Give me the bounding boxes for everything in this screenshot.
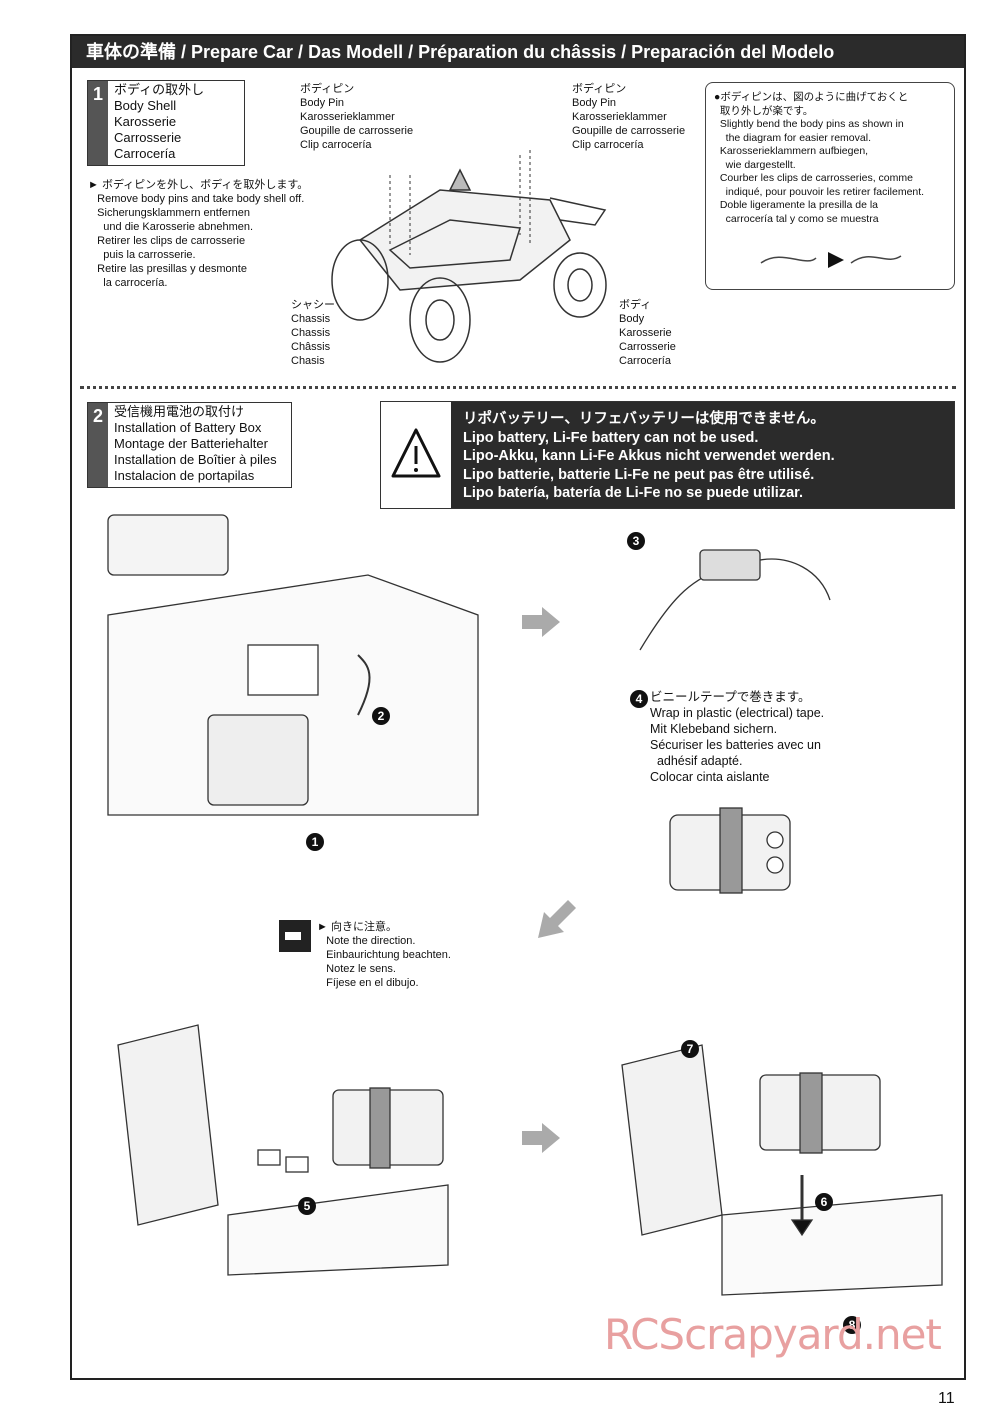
section-divider bbox=[80, 386, 956, 389]
pin-bend-diagram bbox=[760, 252, 902, 268]
direction-icon bbox=[279, 920, 311, 952]
watermark: RCScrapyard.net bbox=[604, 1310, 942, 1359]
step2-line-en: Installation of Battery Box bbox=[114, 420, 262, 435]
step2-title-lines: 受信機用電池の取付け Installation of Battery Box M… bbox=[114, 404, 277, 484]
note-box: ●ボディピンは、図のように曲げておくと 取り外しが楽です。 Slightly b… bbox=[705, 82, 955, 290]
step1-box: 1 ボディの取外し Body Shell Karosserie Carrosse… bbox=[87, 80, 245, 166]
body-label: ボディ Body Karosserie Carrosserie Carrocer… bbox=[619, 299, 676, 367]
tape-note: ビニールテープで巻きます。 Wrap in plastic (electrica… bbox=[650, 690, 825, 784]
page-number: 11 bbox=[938, 1390, 955, 1407]
badge-5: 5 bbox=[298, 1197, 316, 1215]
step2-line-es: Instalacion de portapilas bbox=[114, 468, 255, 483]
step1-line-jp: ボディの取外し bbox=[114, 82, 205, 97]
step2-number: 2 bbox=[88, 403, 108, 487]
car-illustration bbox=[331, 168, 607, 363]
badge-7: 7 bbox=[681, 1040, 699, 1058]
badge-4: 4 bbox=[630, 690, 648, 708]
step1-number: 1 bbox=[88, 81, 108, 165]
step1-line-fr: Carrosserie bbox=[114, 130, 182, 145]
warning-box: リポバッテリー、リフェバッテリーは使用できません。 Lipo battery, … bbox=[380, 401, 955, 509]
badge-1: 1 bbox=[306, 833, 324, 851]
step2-line-de: Montage der Batteriehalter bbox=[114, 436, 268, 451]
step2-line-fr: Installation de Boîtier à piles bbox=[114, 452, 277, 467]
taped-battery-illustration bbox=[669, 807, 791, 894]
badge-8: 8 bbox=[843, 1316, 861, 1334]
badge-3: 3 bbox=[627, 532, 645, 550]
chassis-illustration-2 bbox=[117, 1024, 449, 1276]
step2-box: 2 受信機用電池の取付け Installation of Battery Box… bbox=[87, 402, 292, 488]
step1-instruction: ► ボディピンを外し、ボディを取外します。 Remove body pins a… bbox=[88, 179, 309, 289]
step1-title-lines: ボディの取外し Body Shell Karosserie Carrosseri… bbox=[114, 82, 204, 162]
arrow-right-1 bbox=[522, 607, 560, 637]
chassis-illustration-3 bbox=[621, 1044, 943, 1296]
arrow-down-left bbox=[538, 900, 576, 938]
warning-icon bbox=[381, 402, 451, 506]
direction-note: ► 向きに注意。 Note the direction. Einbauricht… bbox=[317, 921, 451, 989]
hands-battery-illustration bbox=[639, 549, 831, 651]
step2-line-jp: 受信機用電池の取付け bbox=[114, 404, 245, 419]
warning-text: リポバッテリー、リフェバッテリーは使用できません。 Lipo battery, … bbox=[451, 402, 954, 508]
section-header: 車体の準備 / Prepare Car / Das Modell / Prépa… bbox=[72, 36, 964, 68]
note-text: ●ボディピンは、図のように曲げておくと 取り外しが楽です。 Slightly b… bbox=[714, 91, 925, 225]
step1-line-es: Carrocería bbox=[114, 146, 176, 161]
step1-line-en: Body Shell bbox=[114, 98, 177, 113]
body-pin-label-right: ボディピン Body Pin Karosserieklammer Goupill… bbox=[572, 83, 686, 151]
body-pin-arrows bbox=[389, 150, 531, 255]
badge-2: 2 bbox=[372, 707, 390, 725]
chassis-illustration-1 bbox=[107, 514, 479, 816]
step1-line-de: Karosserie bbox=[114, 114, 177, 129]
body-pin-label-left: ボディピン Body Pin Karosserieklammer Goupill… bbox=[300, 83, 414, 151]
arrow-right-2 bbox=[522, 1123, 560, 1153]
chassis-label: シャシー Chassis Chassis Châssis Chasis bbox=[291, 299, 335, 367]
page-frame bbox=[70, 34, 966, 1380]
badge-6: 6 bbox=[815, 1193, 833, 1211]
